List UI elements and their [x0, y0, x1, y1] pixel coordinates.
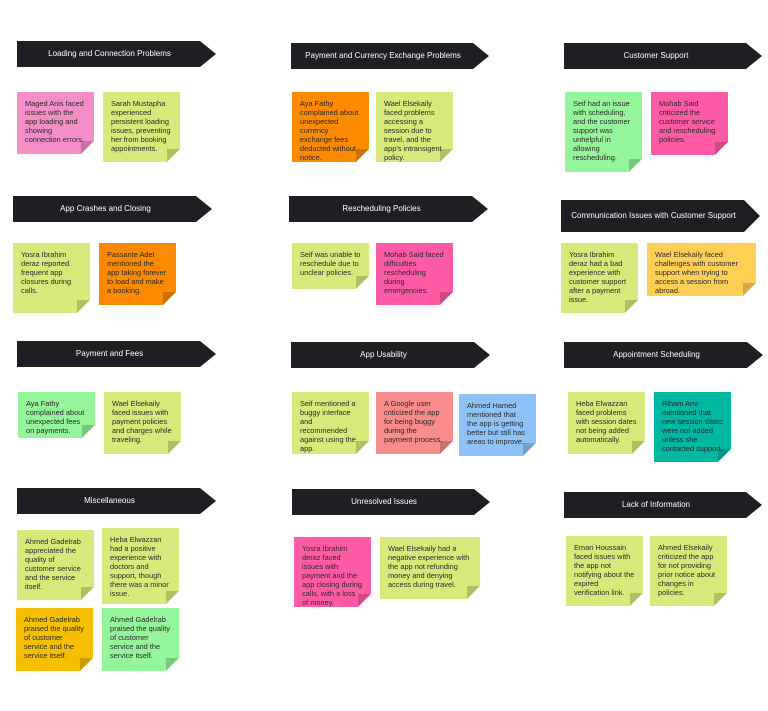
sticky-note: Yosra Ibrahim deraz had a bad experience…: [561, 243, 638, 313]
category-header-miscellaneous: Miscellaneous: [17, 488, 216, 514]
note-fold: [77, 300, 90, 313]
note-fold: [715, 142, 728, 155]
note-fold: [358, 594, 371, 607]
note-fold: [167, 149, 180, 162]
note-text: Yosra Ibrahim deraz reported frequent ap…: [21, 250, 72, 296]
sticky-note: Maged Anis faced issues with the app loa…: [17, 92, 94, 154]
note-text: A Google user criticized the app for bei…: [384, 399, 443, 445]
note-text: Aya Fathy complained about unexpected fe…: [26, 399, 85, 436]
category-header-loading: Loading and Connection Problems: [17, 41, 216, 67]
note-text: Ahmed Gadelrab appreciated the quality o…: [25, 537, 81, 592]
note-text: Ahmed Elsekaily criticized the app for n…: [658, 543, 716, 598]
note-fold: [166, 591, 179, 604]
note-text: Yosra Ibrahim deraz faced issues with pa…: [302, 544, 362, 608]
note-fold: [356, 276, 369, 289]
sticky-note: Mohab Said criticized the customer servi…: [651, 92, 728, 155]
sticky-note: Aya Fathy complained about unexpected cu…: [292, 92, 369, 162]
note-fold: [629, 159, 642, 172]
note-fold: [440, 292, 453, 305]
sticky-note: Seif had an issue with scheduling, and t…: [565, 92, 642, 172]
sticky-note: Ahmed Gadelrab praised the quality of cu…: [16, 608, 93, 671]
note-fold: [356, 441, 369, 454]
note-fold: [80, 658, 93, 671]
category-header-unresolved: Unresolved Issues: [292, 489, 490, 515]
note-text: Heba Elwazzan faced problems with sessio…: [576, 399, 637, 445]
note-text: Heba Elwazzan had a positive experience …: [110, 535, 169, 599]
sticky-note: Heba Elwazzan had a positive experience …: [102, 528, 179, 604]
note-text: Eman Houssain faced issues with the app …: [574, 543, 635, 598]
category-header-appointment: Appointment Scheduling: [564, 342, 763, 368]
note-text: Mohab Said criticized the customer servi…: [659, 99, 716, 145]
category-header-lack-info: Lack of Information: [564, 492, 762, 518]
sticky-note: Ahmed Elsekaily criticized the app for n…: [650, 536, 727, 606]
note-text: Wael Elsekaily faced problems accessing …: [384, 99, 442, 163]
note-fold: [168, 441, 181, 454]
note-fold: [523, 443, 536, 456]
note-fold: [718, 449, 731, 462]
sticky-note: Ahmed Gadelrab appreciated the quality o…: [17, 530, 94, 600]
note-text: Wael Elsekaily faced issues with payment…: [112, 399, 172, 445]
category-header-payment-fees: Payment and Fees: [17, 341, 216, 367]
note-text: Seif was unable to reschedule due to unc…: [300, 250, 361, 278]
category-header-customer-support: Customer Support: [564, 43, 762, 69]
note-fold: [82, 425, 95, 438]
note-fold: [630, 593, 643, 606]
note-fold: [440, 441, 453, 454]
sticky-note: Yosra Ibrahim deraz reported frequent ap…: [13, 243, 90, 313]
sticky-note: Mohab Said faced difficulties rescheduli…: [376, 243, 453, 305]
sticky-note: Eman Houssain faced issues with the app …: [566, 536, 643, 606]
note-text: Passante Adel mentioned the app taking f…: [107, 250, 167, 296]
sticky-note: Wael Elsekaily had a negative experience…: [380, 537, 480, 599]
note-text: Ahmed Gadelrab praised the quality of cu…: [110, 615, 170, 661]
note-fold: [81, 141, 94, 154]
note-text: Ahmed Hamed mentioned that the app is ge…: [467, 401, 525, 447]
sticky-note: Seif mentioned a buggy interface and rec…: [292, 392, 369, 454]
category-header-app-usability: App Usability: [291, 342, 490, 368]
note-text: Ahmed Gadelrab praised the quality of cu…: [24, 615, 84, 661]
sticky-note: Sarah Mustapha experienced persistent lo…: [103, 92, 180, 162]
sticky-note: Ahmed Hamed mentioned that the app is ge…: [459, 394, 536, 456]
note-fold: [632, 441, 645, 454]
note-fold: [743, 283, 756, 296]
sticky-note: A Google user criticized the app for bei…: [376, 392, 453, 454]
sticky-note: Passante Adel mentioned the app taking f…: [99, 243, 176, 305]
note-text: Aya Fathy complained about unexpected cu…: [300, 99, 359, 163]
note-fold: [625, 300, 638, 313]
sticky-note: Aya Fathy complained about unexpected fe…: [18, 392, 95, 438]
note-text: Yosra Ibrahim deraz had a bad experience…: [569, 250, 627, 305]
sticky-note: Wael Elsekaily faced issues with payment…: [104, 392, 181, 454]
note-text: Seif mentioned a buggy interface and rec…: [300, 399, 356, 454]
sticky-note: Ahmed Gadelrab praised the quality of cu…: [102, 608, 179, 671]
note-text: Wael Elsekaily had a negative experience…: [388, 544, 470, 590]
note-text: Seif had an issue with scheduling, and t…: [573, 99, 631, 163]
sticky-note: Yosra Ibrahim deraz faced issues with pa…: [294, 537, 371, 607]
sticky-note: Heba Elwazzan faced problems with sessio…: [568, 392, 645, 454]
note-fold: [440, 149, 453, 162]
note-fold: [714, 593, 727, 606]
note-text: Maged Anis faced issues with the app loa…: [25, 99, 85, 145]
category-header-communication: Communication Issues with Customer Suppo…: [561, 200, 760, 232]
note-fold: [166, 658, 179, 671]
sticky-note: Wael Elsekaily faced problems accessing …: [376, 92, 453, 162]
category-header-rescheduling: Rescheduling Policies: [289, 196, 488, 222]
note-text: Sarah Mustapha experienced persistent lo…: [111, 99, 171, 154]
category-header-payment-currency: Payment and Currency Exchange Problems: [291, 43, 489, 69]
note-fold: [467, 586, 480, 599]
sticky-note: Wael Elsekaily faced challenges with cus…: [647, 243, 756, 296]
category-header-app-crashes: App Crashes and Closing: [13, 196, 212, 222]
note-fold: [356, 149, 369, 162]
note-fold: [81, 587, 94, 600]
sticky-note: Riham Amr mentioned that new session dat…: [654, 392, 731, 462]
note-text: Riham Amr mentioned that new session dat…: [662, 399, 723, 454]
sticky-note: Seif was unable to reschedule due to unc…: [292, 243, 369, 289]
note-text: Wael Elsekaily faced challenges with cus…: [655, 250, 738, 296]
note-text: Mohab Said faced difficulties rescheduli…: [384, 250, 444, 296]
note-fold: [163, 292, 176, 305]
